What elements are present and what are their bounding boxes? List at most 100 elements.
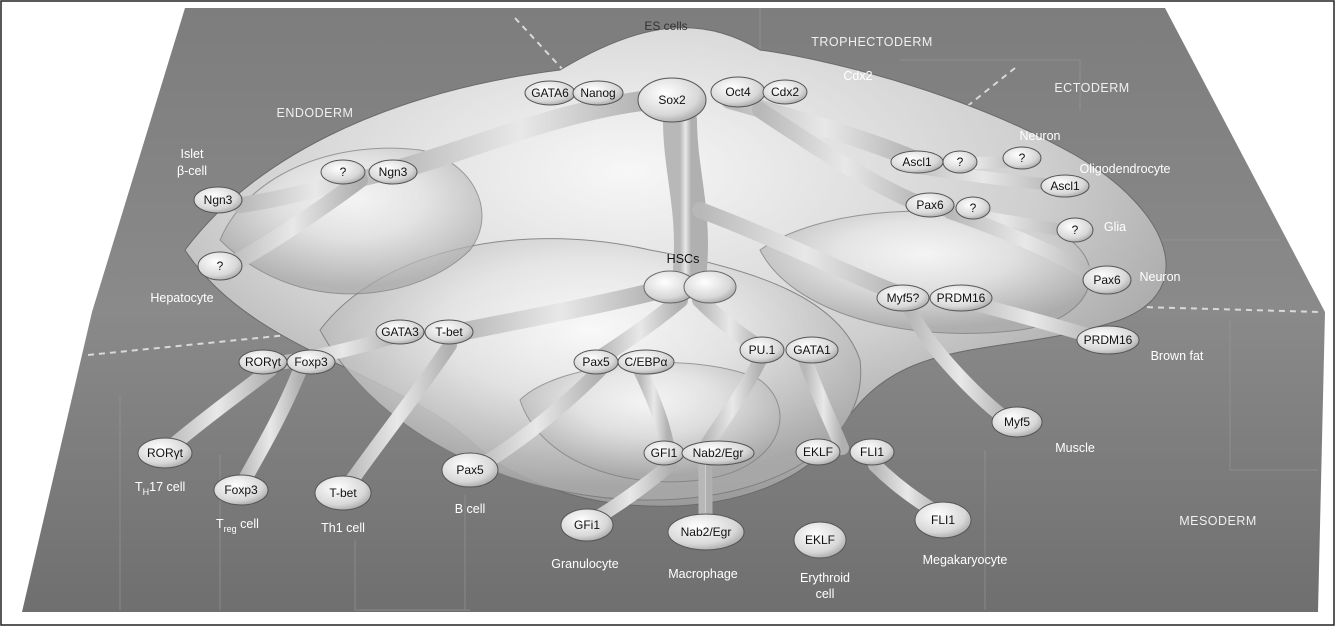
node-sox2: Sox2 (637, 77, 707, 123)
node-hepatocyte-unknown: ? (197, 251, 243, 281)
node-pax5-upper: Pax5 (573, 349, 619, 375)
svg-text:GATA3: GATA3 (381, 325, 419, 339)
label-islet-line2: β-cell (177, 164, 207, 178)
hsc-cell-right (683, 270, 737, 304)
node-ngn3-upper: Ngn3 (368, 159, 418, 185)
node-myf5: Myf5 (991, 406, 1043, 438)
node-gfi1-lower: GFi1 (560, 508, 614, 542)
node-ascl1-upper: Ascl1 (890, 150, 944, 174)
svg-text:PU.1: PU.1 (749, 343, 776, 357)
node-rorgt-lower: RORγt (137, 437, 193, 469)
node-tbet-lower: T-bet (314, 475, 372, 511)
svg-text:?: ? (1019, 151, 1026, 165)
node-ngn3-left: Ngn3 (193, 186, 243, 214)
node-tbet-upper: T-bet (424, 319, 474, 345)
label-neuron-top: Neuron (1020, 129, 1061, 143)
node-pu1: PU.1 (739, 336, 785, 364)
svg-text:Pax6: Pax6 (1093, 273, 1121, 287)
svg-text:Nanog: Nanog (580, 86, 615, 100)
node-foxp3-lower: Foxp3 (213, 474, 269, 506)
svg-text:Nab2/Egr: Nab2/Egr (693, 446, 744, 460)
label-cdx2: Cdx2 (843, 69, 872, 83)
svg-text:Foxp3: Foxp3 (224, 483, 258, 497)
node-gata1: GATA1 (785, 336, 839, 364)
label-hepatocyte: Hepatocyte (150, 291, 213, 305)
svg-text:Pax6: Pax6 (916, 198, 944, 212)
node-prdm16-lower: PRDM16 (1076, 325, 1140, 355)
svg-text:Myf5?: Myf5? (887, 291, 920, 305)
label-glia: Glia (1104, 220, 1126, 234)
svg-text:RORγt: RORγt (147, 446, 184, 460)
svg-text:C/EBPα: C/EBPα (625, 355, 668, 369)
label-hscs: HSCs (667, 252, 700, 266)
label-th17-cell: TH17 cell (135, 480, 185, 497)
svg-text:T-bet: T-bet (435, 325, 463, 339)
svg-text:Pax5: Pax5 (582, 355, 610, 369)
svg-text:GATA1: GATA1 (793, 343, 831, 357)
label-macrophage: Macrophage (668, 567, 738, 581)
node-eklf-upper: EKLF (795, 438, 841, 466)
node-nanog: Nanog (572, 80, 624, 106)
svg-text:FLI1: FLI1 (860, 445, 884, 459)
node-pax6-neuron: Pax6 (1082, 265, 1132, 295)
node-gata3: GATA3 (375, 319, 425, 345)
svg-text:Ngn3: Ngn3 (204, 193, 233, 207)
svg-text:FLI1: FLI1 (931, 513, 955, 527)
label-treg-cell: Treg cell (216, 517, 259, 534)
svg-text:GATA6: GATA6 (531, 86, 569, 100)
svg-text:Ascl1: Ascl1 (1050, 179, 1080, 193)
label-granulocyte: Granulocyte (551, 557, 618, 571)
label-muscle: Muscle (1055, 441, 1095, 455)
svg-text:?: ? (970, 201, 977, 215)
svg-text:?: ? (957, 155, 964, 169)
node-gfi1-upper: GFI1 (643, 440, 685, 466)
svg-text:Ngn3: Ngn3 (379, 165, 408, 179)
node-fli1-lower: FLI1 (914, 501, 972, 539)
svg-text:GFi1: GFi1 (574, 518, 600, 532)
label-th1-cell: Th1 cell (321, 521, 365, 535)
svg-text:Nab2/Egr: Nab2/Egr (681, 525, 732, 539)
endoderm-mound (219, 147, 483, 295)
label-megakaryocyte: Megakaryocyte (923, 553, 1008, 567)
svg-text:?: ? (1072, 223, 1079, 237)
node-ascl1-lower: Ascl1 (1040, 174, 1090, 198)
node-pax6-unknown: ? (955, 196, 991, 220)
svg-text:T-bet: T-bet (329, 486, 357, 500)
node-cebpa: C/EBPα (617, 349, 675, 375)
svg-text:PRDM16: PRDM16 (1084, 333, 1133, 347)
node-gata6: GATA6 (524, 80, 576, 106)
node-glia-unknown: ? (1056, 217, 1094, 243)
svg-text:Cdx2: Cdx2 (771, 85, 799, 99)
svg-text:?: ? (217, 259, 224, 273)
node-pax5-lower: Pax5 (441, 452, 499, 488)
svg-text:Foxp3: Foxp3 (294, 355, 328, 369)
node-nab2egr-lower: Nab2/Egr (667, 513, 745, 551)
node-myf5-question: Myf5? (876, 284, 930, 312)
svg-text:?: ? (340, 165, 347, 179)
region-ectoderm: ECTODERM (1054, 81, 1129, 95)
node-cdx2: Cdx2 (762, 79, 808, 105)
label-b-cell: B cell (455, 502, 486, 516)
region-endoderm: ENDODERM (277, 106, 354, 120)
node-neuron-unknown-top: ? (1002, 146, 1042, 170)
svg-text:RORγt: RORγt (245, 355, 282, 369)
svg-text:EKLF: EKLF (805, 533, 835, 547)
node-foxp3-upper: Foxp3 (286, 349, 336, 375)
svg-text:Pax5: Pax5 (456, 463, 484, 477)
svg-text:Sox2: Sox2 (658, 93, 686, 107)
node-eklf-lower: EKLF (793, 521, 847, 559)
label-oligodendrocyte: Oligodendrocyte (1079, 162, 1170, 176)
label-erythroid-line1: Erythroid (800, 571, 850, 585)
node-prdm16-upper: PRDM16 (929, 284, 993, 312)
region-mesoderm: MESODERM (1179, 514, 1257, 528)
label-neuron-right: Neuron (1140, 270, 1181, 284)
node-islet-unknown: ? (320, 159, 366, 185)
svg-text:EKLF: EKLF (803, 445, 833, 459)
label-erythroid-line2: cell (816, 587, 835, 601)
node-oct4: Oct4 (710, 76, 766, 108)
label-islet-line1: Islet (181, 147, 204, 161)
svg-text:Oct4: Oct4 (725, 85, 751, 99)
